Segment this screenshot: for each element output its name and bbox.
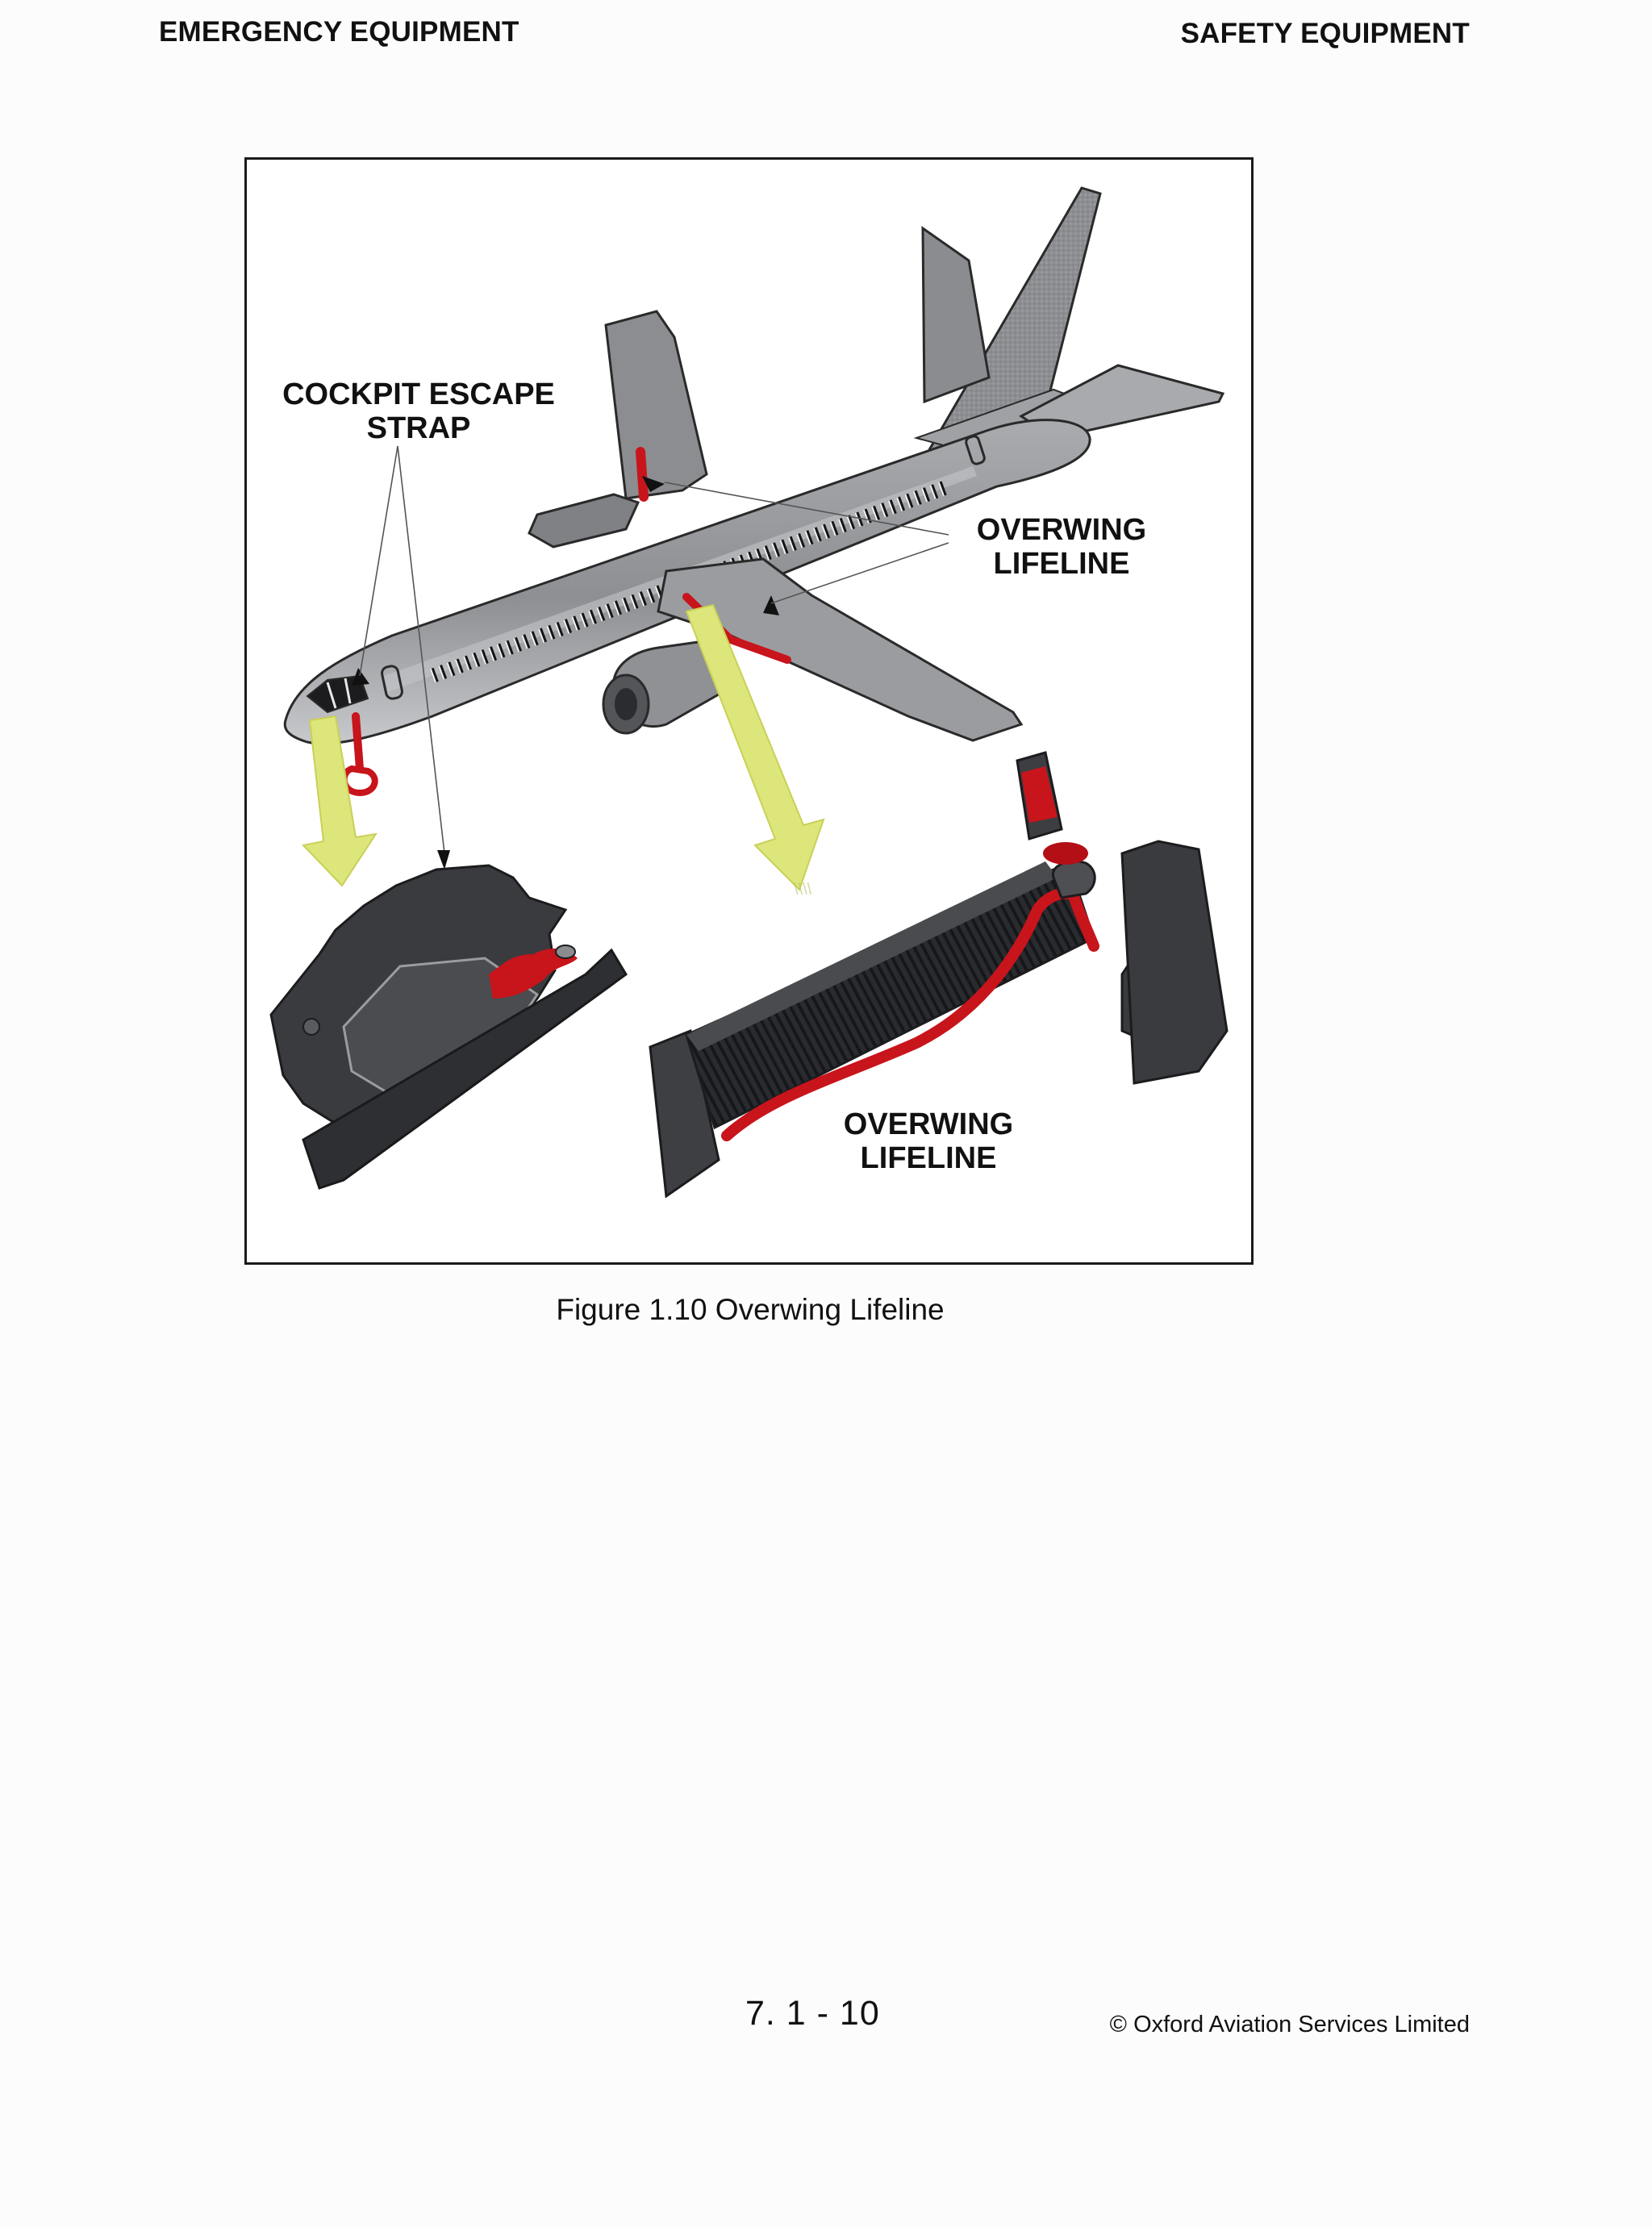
cockpit-escape-strap-line (352, 712, 364, 773)
yellow-arrow-cockpit (302, 715, 378, 887)
lifeline-cap-red (1021, 766, 1058, 823)
figure-frame: \\\\ COCKPIT ESCAPE STRAP OVERWING LIFEL… (244, 157, 1254, 1265)
callout-overwing-bottom-text: OVERWING LIFELINE (843, 1107, 1014, 1175)
far-wing (604, 310, 708, 500)
forward-door (381, 665, 403, 700)
yellow-arrow-overwing (685, 603, 825, 891)
figure-caption: Figure 1.10 Overwing Lifeline (556, 1293, 945, 1326)
cabin-windows (429, 479, 952, 683)
far-wing-lifeline (636, 447, 649, 502)
copyright-notice: © Oxford Aviation Services Limited (1109, 2012, 1470, 2037)
header-left-title: EMERGENCY EQUIPMENT (159, 16, 519, 48)
callout-cockpit-escape-strap: COCKPIT ESCAPE STRAP (277, 377, 560, 445)
cockpit-strap-rail (302, 948, 628, 1190)
cockpit-escape-strap-loop (340, 765, 378, 797)
lifeline-door-frame (1120, 840, 1229, 1085)
callout-overwing-top-text: OVERWING LIFELINE (976, 513, 1147, 581)
cockpit-strap-red (489, 949, 578, 999)
lifeline-frame-post (649, 1028, 720, 1199)
left-horizontal-stabilizer (921, 226, 991, 404)
page-number: 7. 1 - 10 (745, 1994, 880, 2033)
svg-text:\\\\: \\\\ (794, 881, 812, 899)
lifeline-red-line (721, 887, 1099, 1141)
far-engine (528, 493, 640, 548)
header-right-title: SAFETY EQUIPMENT (1180, 18, 1470, 49)
callout-overwing-lifeline-bottom: OVERWING LIFELINE (824, 1107, 1033, 1175)
aircraft-illustration: \\\\ (269, 186, 1229, 1199)
callout-overwing-lifeline-top: OVERWING LIFELINE (957, 513, 1166, 581)
lifeline-spool (1051, 860, 1096, 899)
lifeline-grille-top (686, 861, 1058, 1051)
aft-door (965, 435, 986, 465)
callout-cockpit-text: COCKPIT ESCAPE STRAP (282, 377, 555, 445)
